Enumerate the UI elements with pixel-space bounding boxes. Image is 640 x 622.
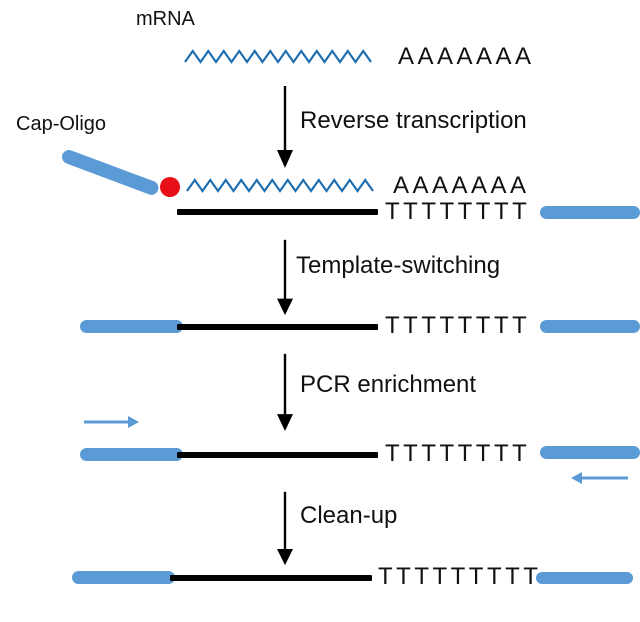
cap-red-dot: [160, 177, 180, 197]
mrna-label: mRNA: [136, 8, 195, 30]
cdna-strand-row4: [177, 452, 378, 458]
down-arrow-template-switching: [277, 239, 293, 316]
cdna-strand-row5: [170, 575, 372, 581]
adapter-rod-right-row4: [540, 446, 640, 459]
poly-t-row4: TTTTTTTT: [385, 440, 531, 467]
cdna-strand-row3: [177, 324, 378, 330]
adapter-rod-left-row5: [72, 571, 175, 584]
mrna-zigzag-strand: [184, 49, 372, 64]
forward-primer-arrow: [84, 416, 139, 428]
reverse-primer-arrow: [571, 472, 628, 484]
adapter-rod-left-row3: [80, 320, 183, 333]
step-label-clean-up: Clean-up: [300, 502, 398, 529]
adapter-rod-right-row2: [540, 206, 640, 219]
poly-t-row2: TTTTTTTT: [385, 198, 531, 225]
poly-t-row5: TTTTTTTTT: [378, 563, 542, 590]
step-label-pcr-enrichment: PCR enrichment: [300, 371, 477, 398]
adapter-rod-left-row4: [80, 448, 183, 461]
adapter-rod-right-row3: [540, 320, 640, 333]
step-label-reverse-transcription: Reverse transcription: [300, 107, 527, 134]
down-arrow-reverse-transcription: [277, 86, 293, 168]
down-arrow-clean-up: [277, 491, 293, 566]
cdna-strand-row2: [177, 209, 378, 215]
poly-a-tail-row1: AAAAAAA: [398, 43, 535, 70]
down-arrow-pcr-enrichment: [277, 353, 293, 432]
mrna-zigzag-strand-row2: [186, 178, 374, 193]
poly-a-tail-row2: AAAAAAA: [393, 172, 530, 199]
step-label-template-switching: Template-switching: [296, 252, 501, 279]
cap-oligo-label: Cap-Oligo: [16, 113, 107, 135]
poly-t-row3: TTTTTTTT: [385, 312, 531, 339]
adapter-rod-right-row5: [536, 572, 633, 584]
cap-oligo-rod: [59, 147, 161, 197]
